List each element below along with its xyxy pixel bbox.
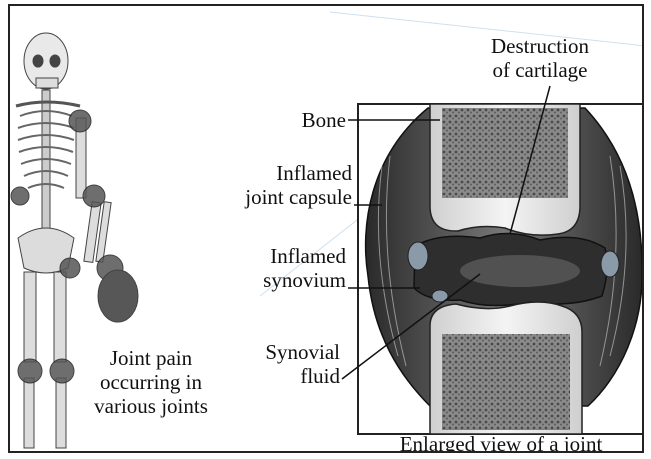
label-text: occurring in bbox=[76, 370, 226, 394]
label-inflamed-synovium: Inflamed synovium bbox=[210, 244, 346, 292]
label-text: of cartilage bbox=[460, 58, 620, 82]
label-joint-pain: Joint pain occurring in various joints bbox=[76, 346, 226, 418]
label-text: various joints bbox=[76, 394, 226, 418]
label-text: joint capsule bbox=[200, 185, 352, 209]
label-destruction-of-cartilage: Destruction of cartilage bbox=[460, 34, 620, 82]
figure-frame: Destruction of cartilage Bone Inflamed j… bbox=[8, 4, 644, 453]
label-text: Destruction bbox=[460, 34, 620, 58]
label-text: Joint pain bbox=[76, 346, 226, 370]
label-synovial-fluid: Synovial fluid bbox=[210, 340, 340, 388]
label-text: Inflamed bbox=[210, 244, 346, 268]
upper-marrow bbox=[442, 108, 568, 198]
label-text: Inflamed bbox=[200, 161, 352, 185]
label-text: Synovial bbox=[210, 340, 340, 364]
caption-enlarged-view: Enlarged view of a joint bbox=[360, 432, 642, 453]
label-inflamed-joint-capsule: Inflamed joint capsule bbox=[200, 161, 352, 209]
lower-marrow bbox=[442, 334, 570, 430]
label-bone: Bone bbox=[260, 108, 346, 132]
label-text: fluid bbox=[210, 364, 340, 388]
label-text: synovium bbox=[210, 268, 346, 292]
